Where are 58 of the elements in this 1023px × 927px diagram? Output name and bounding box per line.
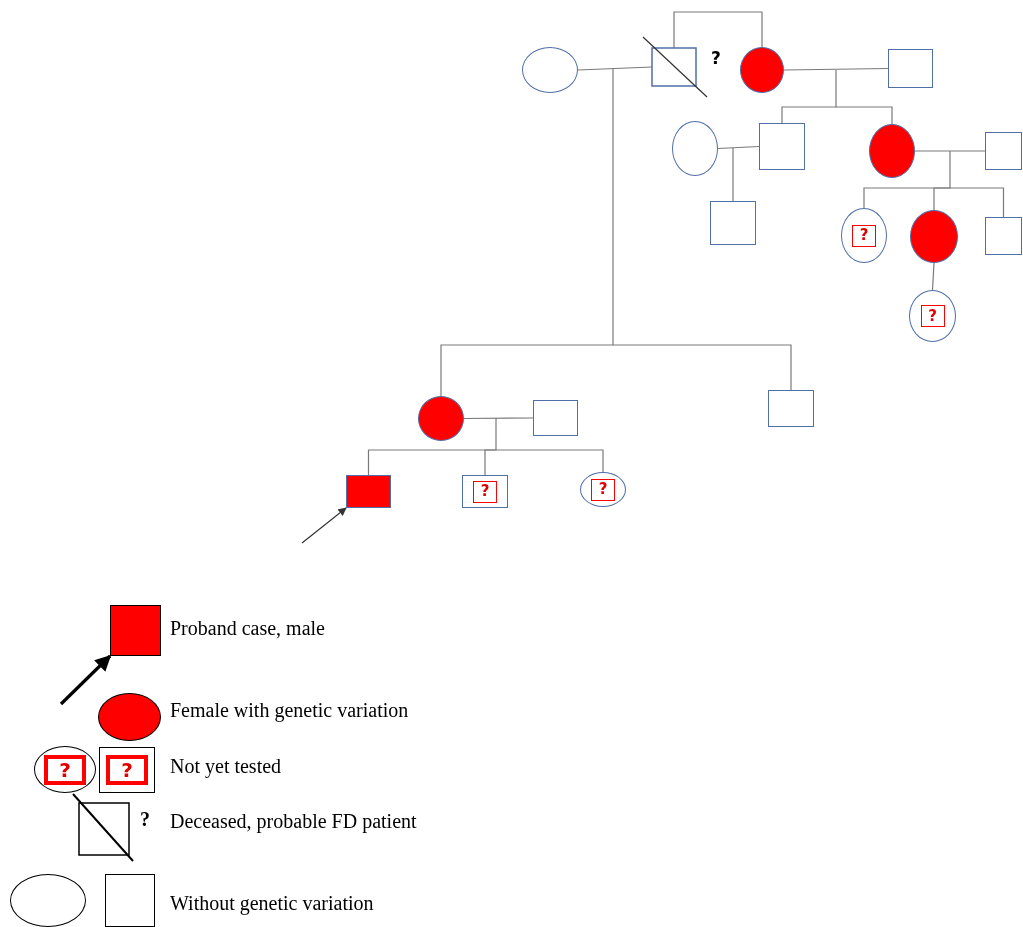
- pedigree-line: [863, 150, 951, 209]
- affected-female-symbol: [740, 47, 784, 93]
- male-symbol: [985, 132, 1022, 170]
- untested-mark: ?: [852, 224, 876, 247]
- pedigree-line: [367, 417, 497, 476]
- pedigree-line: [835, 106, 893, 125]
- female-symbol: [909, 290, 956, 342]
- legend-text: Female with genetic variation: [170, 699, 409, 722]
- pedigree-line: [931, 262, 935, 291]
- pedigree-line: [440, 68, 614, 397]
- untested-mark: ?: [473, 480, 497, 503]
- legend-text: Deceased, probable FD patient: [170, 810, 417, 833]
- legend-text: Proband case, male: [170, 617, 325, 640]
- pedigree-line: [717, 145, 760, 150]
- pedigree-line: [783, 67, 889, 71]
- male-symbol: [105, 874, 155, 927]
- legend-text: Without genetic variation: [170, 892, 374, 915]
- male-symbol: [985, 217, 1022, 255]
- untested-mark: ?: [920, 305, 945, 327]
- pedigree-line: [781, 69, 837, 124]
- female-symbol: [34, 746, 96, 793]
- pedigree-line: [495, 449, 604, 473]
- affected-male-symbol: [346, 475, 391, 508]
- male-symbol: [710, 201, 756, 245]
- pedigree-line: [732, 147, 734, 202]
- pedigree-line: [612, 344, 792, 391]
- female-symbol: [522, 47, 578, 93]
- female-symbol: [841, 208, 887, 263]
- pedigree-line: [673, 11, 763, 49]
- male-symbol: [768, 390, 814, 427]
- question-mark: ?: [140, 809, 150, 829]
- male-symbol: [99, 747, 155, 793]
- male-symbol: [533, 400, 578, 436]
- deceased-male-symbol: [72, 793, 134, 862]
- pointer-arrow: [301, 507, 347, 544]
- pedigree-line: [484, 449, 497, 476]
- untested-mark: ?: [44, 754, 86, 785]
- pedigree-line: [914, 150, 986, 152]
- female-symbol: [580, 472, 626, 507]
- affected-female-symbol: [98, 693, 161, 741]
- pedigree-line: [949, 187, 1005, 218]
- affected-female-symbol: [869, 124, 915, 178]
- male-symbol: [759, 123, 805, 170]
- question-mark: ?: [711, 50, 721, 67]
- deceased-male-symbol: [642, 36, 708, 98]
- untested-mark: ?: [106, 755, 148, 785]
- affected-male-symbol: [110, 605, 161, 656]
- pedigree-line: [933, 187, 951, 211]
- legend-text: Not yet tested: [170, 755, 282, 778]
- pointer-arrow: [59, 654, 112, 706]
- affected-female-symbol: [418, 396, 464, 441]
- pedigree-line: [577, 66, 653, 71]
- male-symbol: [462, 475, 508, 508]
- female-symbol: [672, 121, 718, 176]
- affected-female-symbol: [910, 210, 958, 263]
- untested-mark: ?: [591, 478, 615, 501]
- male-symbol: [888, 49, 933, 88]
- pedigree-line: [463, 417, 534, 420]
